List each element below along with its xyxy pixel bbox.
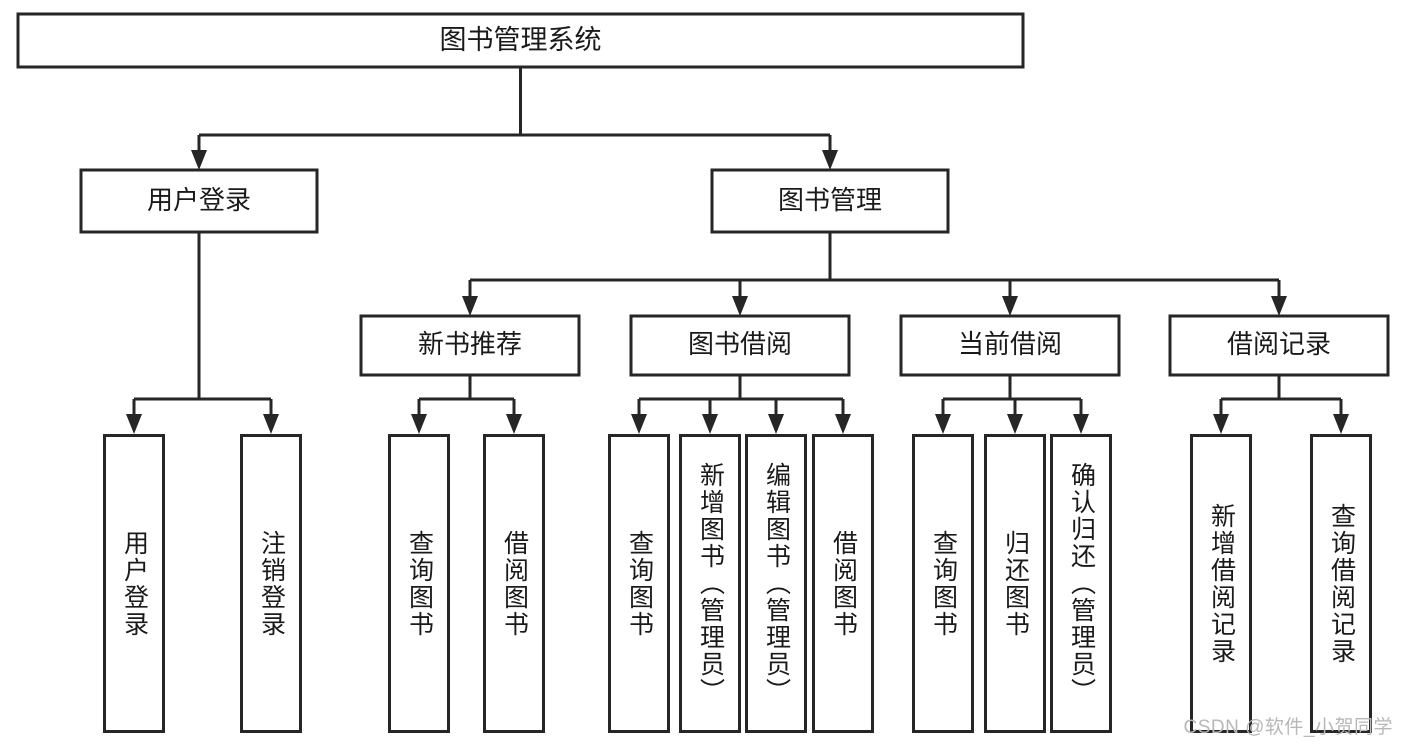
arrow-head-leaf-add-record — [1213, 414, 1229, 434]
node-leaf-edit-book-label: 编辑图书（管理员） — [762, 462, 791, 705]
node-leaf-add-book[interactable]: 新增图书（管理员） — [679, 434, 741, 733]
node-leaf-confirm-return-label: 确认归还（管理员） — [1067, 462, 1096, 705]
arrow-head-leaf-query-record — [1333, 414, 1349, 434]
arrow-head-leaf-confirm-return — [1073, 414, 1089, 434]
arrow-head-book-borrow — [732, 296, 748, 316]
arrow-head-leaf-add-book — [702, 414, 718, 434]
node-new-book-rec-rect[interactable] — [359, 314, 581, 377]
node-leaf-query-book-2[interactable]: 查询图书 — [608, 434, 670, 733]
arrow-head-borrow-record — [1271, 296, 1287, 316]
node-book-borrow-rect[interactable] — [629, 314, 851, 377]
arrow-head-leaf-user-logout — [263, 414, 279, 434]
node-leaf-borrow-book-2-label: 借阅图书 — [829, 529, 858, 638]
node-leaf-query-book-1[interactable]: 查询图书 — [388, 434, 450, 733]
node-current-borrow-rect[interactable] — [899, 314, 1121, 377]
node-leaf-query-book-3-label: 查询图书 — [929, 529, 958, 638]
node-current-borrow[interactable]: 当前借阅 — [899, 314, 1121, 377]
node-book-borrow[interactable]: 图书借阅 — [629, 314, 851, 377]
node-leaf-borrow-book-2[interactable]: 借阅图书 — [812, 434, 874, 733]
arrow-head-leaf-query-book-3 — [935, 414, 951, 434]
connector-group — [126, 67, 1349, 434]
arrow-head-leaf-return-book — [1007, 414, 1023, 434]
node-user-login-rect[interactable] — [79, 168, 319, 234]
node-new-book-rec[interactable]: 新书推荐 — [359, 314, 581, 377]
node-book-manage-rect[interactable] — [710, 168, 950, 234]
node-root[interactable]: 图书管理系统 — [16, 12, 1025, 69]
node-leaf-query-book-2-label: 查询图书 — [625, 529, 654, 638]
arrow-head-leaf-borrow-book-1 — [506, 414, 522, 434]
node-borrow-record-rect[interactable] — [1168, 314, 1390, 377]
node-new-book-rec-label: 新书推荐 — [418, 329, 522, 359]
node-root-label: 图书管理系统 — [440, 25, 602, 55]
arrow-head-new-book-rec — [462, 296, 478, 316]
node-leaf-user-logout-label: 注销登录 — [257, 529, 286, 638]
node-leaf-query-record-label: 查询借阅记录 — [1327, 502, 1356, 665]
arrow-head-leaf-edit-book — [768, 414, 784, 434]
node-leaf-borrow-book-1[interactable]: 借阅图书 — [483, 434, 545, 733]
node-leaf-query-book-3[interactable]: 查询图书 — [912, 434, 974, 733]
node-leaf-add-record[interactable]: 新增借阅记录 — [1190, 434, 1252, 733]
node-leaf-add-book-label: 新增图书（管理员） — [696, 462, 725, 705]
node-leaf-user-login[interactable]: 用户登录 — [103, 434, 165, 733]
node-user-login-label: 用户登录 — [147, 185, 251, 215]
node-borrow-record-label: 借阅记录 — [1227, 329, 1331, 359]
node-leaf-confirm-return[interactable]: 确认归还（管理员） — [1050, 434, 1112, 733]
node-leaf-query-book-1-label: 查询图书 — [405, 529, 434, 638]
node-leaf-edit-book[interactable]: 编辑图书（管理员） — [745, 434, 807, 733]
arrow-head-leaf-borrow-book-2 — [835, 414, 851, 434]
node-leaf-add-record-label: 新增借阅记录 — [1207, 502, 1236, 665]
node-leaf-query-record[interactable]: 查询借阅记录 — [1310, 434, 1372, 733]
node-book-borrow-label: 图书借阅 — [688, 329, 792, 359]
node-borrow-record[interactable]: 借阅记录 — [1168, 314, 1390, 377]
arrow-head-leaf-query-book-1 — [411, 414, 427, 434]
node-book-manage-label: 图书管理 — [778, 185, 882, 215]
arrow-head-user-login — [191, 150, 207, 170]
arrow-head-leaf-query-book-2 — [631, 414, 647, 434]
node-leaf-borrow-book-1-label: 借阅图书 — [500, 529, 529, 638]
arrow-head-current-borrow — [1002, 296, 1018, 316]
node-current-borrow-label: 当前借阅 — [958, 329, 1062, 359]
node-root-rect[interactable] — [16, 12, 1025, 69]
node-leaf-user-login-label: 用户登录 — [120, 529, 149, 638]
arrow-head-book-manage — [822, 150, 838, 170]
node-leaf-return-book[interactable]: 归还图书 — [984, 434, 1046, 733]
node-user-login[interactable]: 用户登录 — [79, 168, 319, 234]
node-leaf-return-book-label: 归还图书 — [1001, 529, 1030, 638]
node-book-manage[interactable]: 图书管理 — [710, 168, 950, 234]
node-leaf-user-logout[interactable]: 注销登录 — [240, 434, 302, 733]
arrow-head-leaf-user-login — [126, 414, 142, 434]
